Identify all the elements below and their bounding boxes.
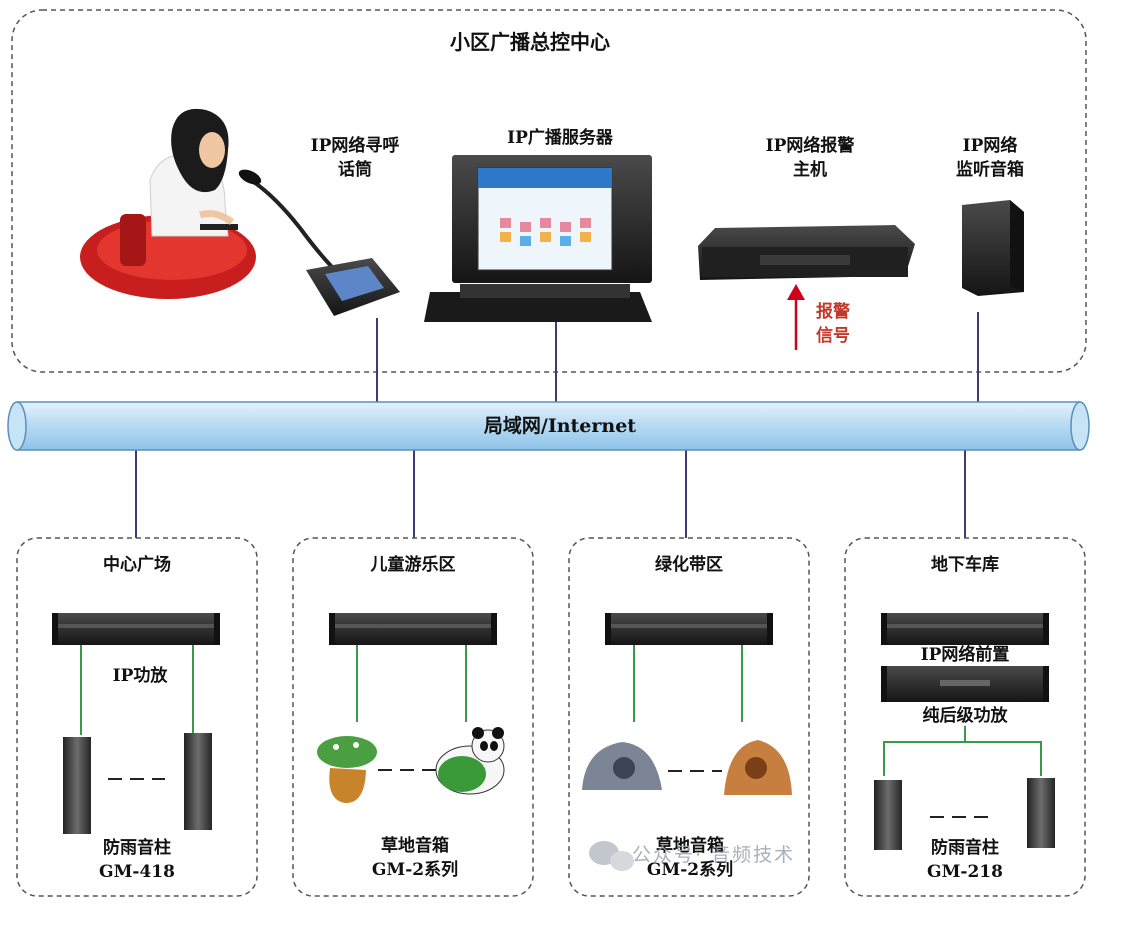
paging-mic-illustration (238, 169, 400, 316)
zone-title-garage: 地下车库 (931, 555, 999, 575)
control-center-title: 小区广播总控中心 (450, 30, 610, 54)
zone-speaker-label-playground: 草地音箱 (381, 836, 449, 856)
alarm-host-illustration (698, 225, 915, 280)
alarm-signal-label: 报警 信号 (816, 302, 850, 346)
alarm-host-label: IP网络报警 主机 (765, 136, 855, 180)
speaker-wiring (80, 645, 1042, 776)
paging-mic-label: IP网络寻呼 话筒 (310, 136, 400, 180)
control-center-frame (11, 9, 1087, 373)
zone-speaker-label-greenbelt: 草地音箱 (656, 836, 724, 856)
zone-title-greenbelt: 绿化带区 (655, 555, 723, 575)
zone-frame-plaza (16, 537, 258, 897)
alarm-arrow (787, 284, 805, 350)
rack-amplifiers (52, 613, 1049, 702)
operator-illustration (80, 108, 256, 299)
zone-speaker-label-garage: 防雨音柱 (931, 838, 999, 858)
zone-title-playground: 儿童游乐区 (370, 555, 456, 575)
watermark-wechat-icon (589, 841, 634, 871)
lawn-speaker-mushroom (317, 736, 377, 804)
zone-frame-playground (292, 537, 534, 897)
zone-frame-garage (844, 537, 1086, 897)
lawn-speaker-rock-brown (724, 740, 792, 795)
zone-amp-label-plaza: IP功放 (112, 666, 168, 686)
zone-amp-label-garage: IP网络前置 (920, 645, 1010, 665)
zone-model-plaza: GM-418 (99, 862, 175, 882)
watermark-text: 公众号· 音频技术 (632, 844, 796, 866)
network-label: 局域网/Internet (483, 415, 637, 437)
monitor-speaker-illustration (962, 200, 1024, 296)
column-speakers (63, 733, 1055, 850)
lawn-speaker-rock-grey (582, 742, 662, 790)
lawn-speaker-panda (435, 727, 505, 795)
zone-frame-greenbelt (568, 537, 810, 897)
zone-model-playground: GM-2系列 (371, 860, 459, 880)
zone-speaker-label-plaza: 防雨音柱 (103, 838, 171, 858)
zone-model-garage: GM-218 (927, 862, 1003, 882)
network-pipe (7, 401, 1090, 451)
center-links (135, 312, 979, 538)
zone-title-plaza: 中心广场 (103, 555, 171, 575)
zone-model-greenbelt: GM-2系列 (646, 860, 734, 880)
monitor-speaker-label: IP网络 监听音箱 (956, 136, 1024, 180)
broadcast-server-illustration (424, 155, 652, 322)
zone-amp2-label-garage: 纯后级功放 (922, 706, 1008, 726)
broadcast-server-label: IP广播服务器 (507, 128, 613, 148)
speaker-dash-links (108, 769, 988, 818)
